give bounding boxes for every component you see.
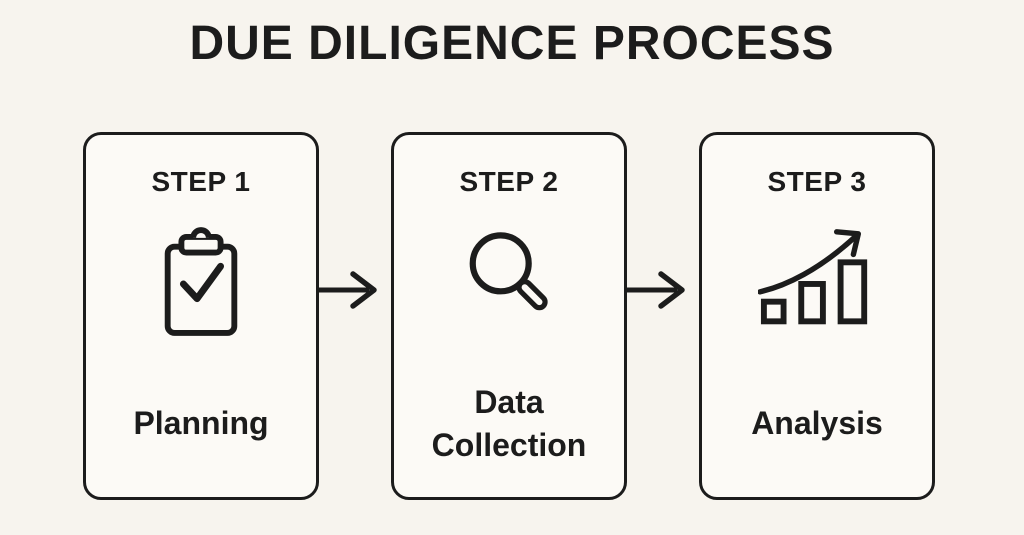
step-name: Planning — [133, 405, 269, 442]
step-name: Analysis — [751, 405, 883, 442]
step-card-planning: STEP 1 Planning — [83, 132, 319, 500]
step-label: STEP 3 — [767, 166, 867, 197]
step-card-data-collection: STEP 2 Data Collection — [391, 132, 627, 500]
step-card-analysis: STEP 3 Analysis — [699, 132, 935, 500]
growth-bar-chart-icon — [758, 207, 876, 357]
arrow-right-icon — [319, 268, 391, 312]
arrow-right-icon — [627, 268, 699, 312]
step-name: Data Collection — [431, 383, 587, 463]
process-row: STEP 1 Planning STEP 2 — [83, 132, 935, 500]
magnifying-glass-icon — [457, 207, 561, 357]
step-label: STEP 1 — [151, 166, 251, 197]
clipboard-check-icon — [152, 207, 250, 357]
page-title: DUE DILIGENCE PROCESS — [189, 17, 835, 70]
step-label: STEP 2 — [459, 166, 559, 197]
